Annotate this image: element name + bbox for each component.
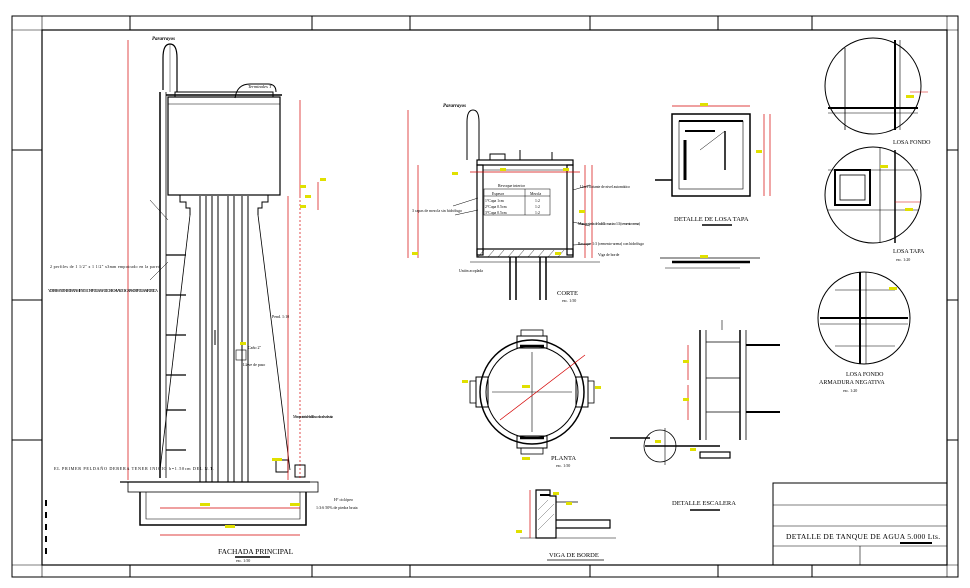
section-dimensions: [407, 110, 593, 258]
plan-title: PLANTA: [551, 455, 576, 462]
section-coating-mix-1: 1:2: [535, 199, 540, 203]
elevation-pipe-label: Caño 2": [248, 345, 261, 350]
section-coating-row-3: 3°Capa 0.5cm: [485, 211, 507, 215]
slab-top-title: LOSA TAPA: [893, 249, 925, 255]
sheet-frame: [11, 15, 959, 578]
elevation-paint-note: Y DEBERAN TENER TRATAMIENTO CON PINTURA …: [48, 288, 158, 293]
section-coating-col-2: Mezcla: [530, 192, 541, 196]
slab-bottom-drawing: [824, 37, 922, 135]
title-block-text: DETALLE DE TANQUE DE AGUA 5.000 Lts.: [786, 532, 940, 541]
slab-negative-drawing: [817, 271, 911, 365]
plan-dims: [499, 354, 586, 421]
title-block: DETALLE DE TANQUE DE AGUA 5.000 Lts.: [772, 482, 948, 566]
beam-detail-markers: [516, 492, 572, 533]
section-wall-label: Mampostería de ladrillo macizo 1:3 (ceme…: [578, 222, 641, 226]
lid-detail-dims: [672, 105, 771, 196]
section-drawing: [452, 109, 600, 300]
section-union-label: Unión acoplada: [459, 269, 483, 273]
section-title: CORTE: [557, 290, 578, 297]
lid-detail-drawing: [655, 113, 760, 269]
elevation-title: FACHADA PRINCIPAL: [218, 547, 294, 556]
section-dim-markers: [412, 168, 585, 255]
slab-negative-title-1: LOSA FONDO: [846, 372, 884, 378]
elevation-footing-label-1: H° ciclópeo: [334, 497, 353, 502]
slab-top-drawing: [824, 146, 922, 244]
stair-detail-title: DETALLE ESCALERA: [672, 500, 736, 507]
elevation-step-note: EL PRIMER PELDAÑO DEBERA TENER INICIO h=…: [54, 466, 214, 471]
section-beam-label: Viga de borde: [598, 253, 620, 257]
section-coating-col-1: Espesor: [492, 192, 505, 196]
elevation-drain-label: Llave de paso: [243, 362, 265, 367]
plan-markers: [462, 380, 601, 460]
elevation-scale: esc. 1:50: [236, 558, 250, 563]
elevation-dimensions: [127, 40, 319, 536]
slab-negative-title-2: ARMADURA NEGATIVA: [819, 380, 885, 386]
elevation-dim-markers: [200, 178, 326, 528]
slab-dims: [895, 91, 928, 203]
section-coating-row-2: 2°Capa 0.5cm: [485, 205, 507, 209]
section-scale: esc. 1:50: [562, 298, 576, 303]
stair-detail-drawing: [610, 320, 780, 465]
plan-scale: esc. 1:50: [556, 463, 570, 468]
elevation-drawing: [120, 43, 319, 526]
elevation-slope-label: Pend. 1:10: [272, 314, 289, 319]
slab-bottom-title: LOSA FONDO: [893, 140, 931, 146]
elevation-roof-label: Terminales T: [248, 84, 272, 89]
lid-detail-title: DETALLE DE LOSA TAPA: [674, 216, 749, 223]
elevation-top-label: Pararrayos: [152, 37, 175, 42]
beam-detail-title: VIGA DE BORDE: [549, 552, 599, 559]
section-side-label: 3 capas de mezcla sin hidrófugo: [412, 209, 462, 213]
elevation-footing-label-2: 1:3:6 50% de piedra bruta: [316, 505, 358, 510]
slab-markers: [880, 95, 914, 290]
slab-top-scale: esc. 1:20: [896, 257, 910, 262]
section-coating-mix-3: 1:2: [535, 211, 540, 215]
section-top-label: Pararrayos: [443, 104, 466, 109]
elevation-wall-label: Mampostería de ladrillos con bordes a la…: [293, 414, 333, 419]
plan-drawing: [469, 329, 595, 455]
lid-detail-markers: [700, 103, 762, 258]
section-inlet-label: Llave flotante de nivel automático: [580, 185, 630, 189]
section-coating-mix-2: 1:2: [535, 205, 540, 209]
section-coating-header: Revoque interior: [498, 183, 526, 188]
elevation-rebar-note: 2 perfiles de 1 1/2" x 1 1/2" x3mm empot…: [50, 264, 160, 269]
stair-detail-markers: [655, 360, 696, 451]
section-coating-row-1: 1°Capa 1cm: [485, 199, 504, 203]
section-waterproof-label: Revoque 1:3 (cemento-arena) con hidrófug…: [578, 242, 644, 246]
slab-negative-scale: esc. 1:20: [843, 388, 857, 393]
beam-detail-drawing: [520, 489, 616, 539]
